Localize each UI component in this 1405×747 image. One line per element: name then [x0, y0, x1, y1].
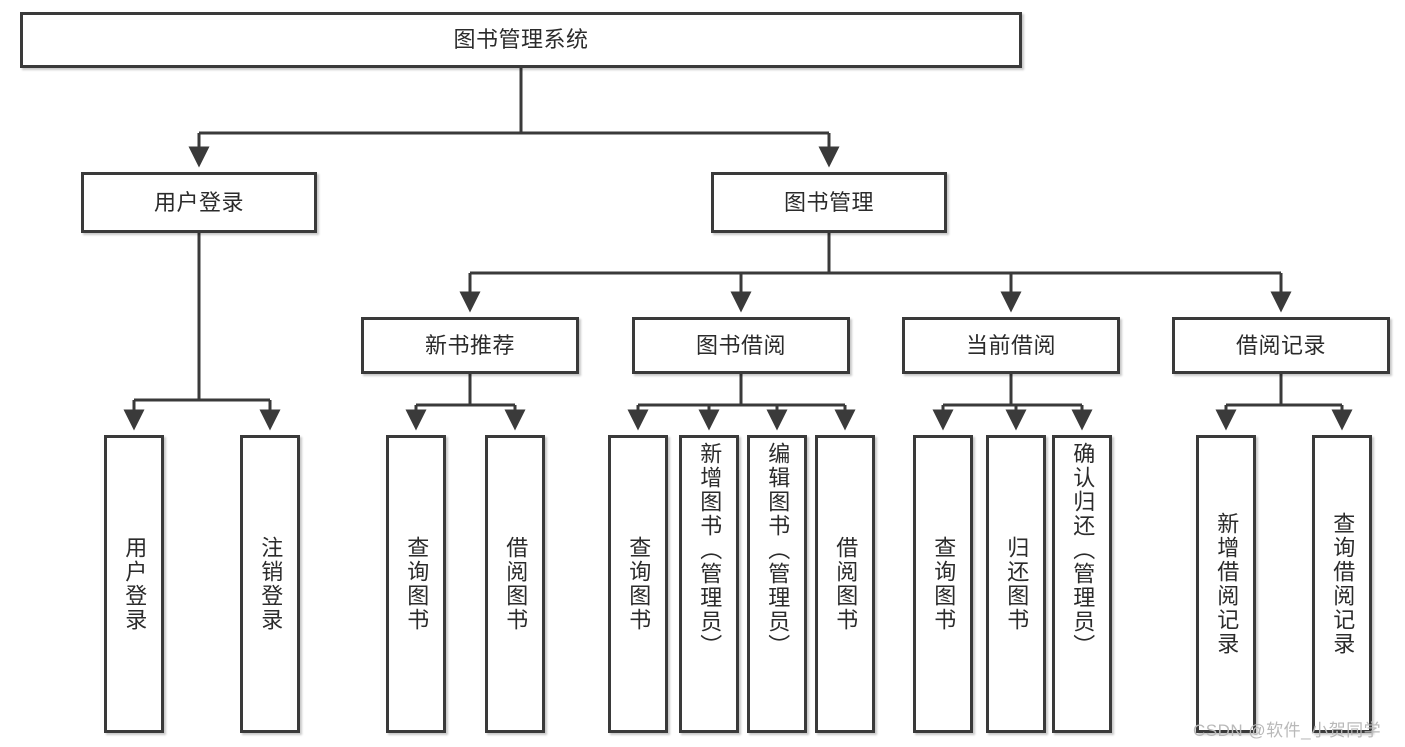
node-leaf-edit-book[interactable]: 编辑图书（管理员）	[747, 435, 807, 733]
node-label-leaf-confirm-return: 确认归还（管理员）	[1070, 442, 1096, 658]
node-label-leaf-user-login: 用户登录	[122, 536, 148, 632]
node-leaf-add-book[interactable]: 新增图书（管理员）	[679, 435, 739, 733]
node-root[interactable]: 图书管理系统	[20, 12, 1022, 68]
node-label-leaf-query-book-1: 查询图书	[404, 536, 430, 632]
node-label-leaf-add-record: 新增借阅记录	[1214, 512, 1240, 656]
node-user-login[interactable]: 用户登录	[81, 172, 317, 233]
node-leaf-add-record[interactable]: 新增借阅记录	[1196, 435, 1256, 733]
node-leaf-borrow-book-2[interactable]: 借阅图书	[815, 435, 875, 733]
node-book-manage[interactable]: 图书管理	[711, 172, 947, 233]
node-label-user-login: 用户登录	[153, 189, 244, 215]
node-leaf-query-book-3[interactable]: 查询图书	[913, 435, 973, 733]
node-leaf-return-book[interactable]: 归还图书	[986, 435, 1046, 733]
node-borrow-record[interactable]: 借阅记录	[1172, 317, 1390, 374]
node-label-leaf-query-record: 查询借阅记录	[1330, 512, 1356, 656]
node-label-leaf-query-book-2: 查询图书	[626, 536, 652, 632]
node-leaf-borrow-book-1[interactable]: 借阅图书	[485, 435, 545, 733]
node-current-borrow[interactable]: 当前借阅	[902, 317, 1120, 374]
node-leaf-query-book-2[interactable]: 查询图书	[608, 435, 668, 733]
node-label-leaf-borrow-book-2: 借阅图书	[833, 536, 859, 632]
node-label-leaf-add-book: 新增图书（管理员）	[697, 442, 723, 658]
node-new-book-recommend[interactable]: 新书推荐	[361, 317, 579, 374]
node-label-root: 图书管理系统	[453, 27, 589, 53]
node-label-book-borrow: 图书借阅	[695, 332, 786, 358]
csdn-watermark: CSDN @软件_小贺同学	[1193, 721, 1382, 740]
node-label-borrow-record: 借阅记录	[1235, 332, 1326, 358]
node-leaf-query-record[interactable]: 查询借阅记录	[1312, 435, 1372, 733]
node-label-leaf-query-book-3: 查询图书	[931, 536, 957, 632]
node-label-book-manage: 图书管理	[783, 189, 874, 215]
node-label-leaf-logout: 注销登录	[258, 536, 284, 632]
node-label-current-borrow: 当前借阅	[965, 332, 1056, 358]
node-label-leaf-edit-book: 编辑图书（管理员）	[765, 442, 791, 658]
node-label-leaf-borrow-book-1: 借阅图书	[503, 536, 529, 632]
node-leaf-user-login[interactable]: 用户登录	[104, 435, 164, 733]
node-label-new-book-recommend: 新书推荐	[424, 332, 515, 358]
node-leaf-logout[interactable]: 注销登录	[240, 435, 300, 733]
node-book-borrow[interactable]: 图书借阅	[632, 317, 850, 374]
node-leaf-query-book-1[interactable]: 查询图书	[386, 435, 446, 733]
node-label-leaf-return-book: 归还图书	[1004, 536, 1030, 632]
node-leaf-confirm-return[interactable]: 确认归还（管理员）	[1052, 435, 1112, 733]
